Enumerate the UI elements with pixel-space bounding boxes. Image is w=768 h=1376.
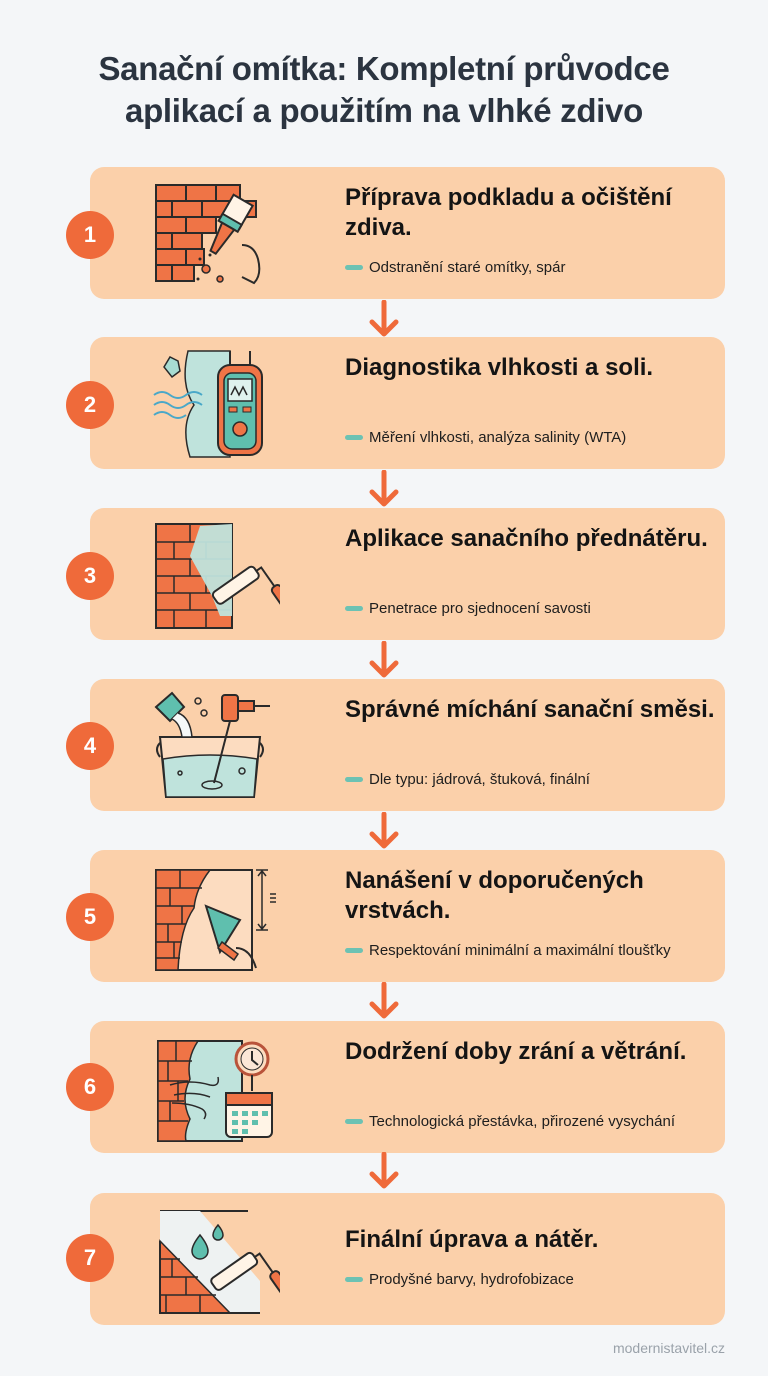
bullet-dash-icon	[345, 435, 363, 440]
step-description: Penetrace pro sjednocení savosti	[345, 600, 591, 617]
step-description: Dle typu: jádrová, štuková, finální	[345, 771, 590, 788]
step-description: Technologická přestávka, přirozené vysyc…	[345, 1113, 675, 1130]
step-card-3: Aplikace sanačního přednátěru. Penetrace…	[90, 508, 725, 640]
step-description: Měření vlhkosti, analýza salinity (WTA)	[345, 429, 626, 446]
arrow-down-icon	[369, 300, 399, 337]
source-credit: modernistavitel.cz	[612, 1340, 725, 1356]
wall-paint-roller-icon	[150, 516, 292, 632]
step-title: Příprava podkladu a očištění zdiva.	[345, 184, 672, 241]
page-title: Sanační omítka: Kompletní průvodce aplik…	[0, 48, 768, 132]
step-title: Správné míchání sanační směsi.	[345, 696, 715, 723]
arrow-down-icon	[369, 1152, 399, 1189]
arrow-down-icon	[369, 641, 399, 678]
step-card-7: Finální úprava a nátěr. Prodyšné barvy, …	[90, 1193, 725, 1325]
step-number-badge: 3	[66, 552, 114, 600]
arrow-down-icon	[369, 982, 399, 1019]
step-title: Diagnostika vlhkosti a soli.	[345, 354, 654, 381]
finish-roller-drops-icon	[150, 1201, 291, 1317]
step-description: Prodyšné barvy, hydrofobizace	[345, 1271, 574, 1288]
title-line-2: aplikací a použitím na vlhké zdivo	[125, 92, 643, 129]
title-line-1: Sanační omítka: Kompletní průvodce	[98, 50, 670, 87]
arrow-down-icon	[369, 812, 399, 849]
curing-clock-calendar-icon	[150, 1029, 280, 1145]
step-title: Dodržení doby zrání a větrání.	[345, 1038, 687, 1065]
step-desc-text: Měření vlhkosti, analýza salinity (WTA)	[369, 429, 627, 446]
brick-wall-brush-icon	[150, 175, 280, 291]
bullet-dash-icon	[345, 777, 363, 782]
mixing-bucket-drill-icon	[150, 687, 280, 803]
step-number-badge: 1	[66, 211, 114, 259]
step-title: Aplikace sanačního přednátěru.	[345, 525, 708, 552]
trowel-plaster-layer-icon	[150, 858, 280, 974]
arrow-down-icon	[369, 470, 399, 507]
bullet-dash-icon	[345, 265, 363, 270]
step-desc-text: Penetrace pro sjednocení savosti	[369, 600, 591, 617]
step-desc-text: Prodyšné barvy, hydrofobizace	[369, 1271, 574, 1288]
bullet-dash-icon	[345, 948, 363, 953]
bullet-dash-icon	[345, 1277, 363, 1282]
step-desc-text: Dle typu: jádrová, štuková, finální	[369, 771, 590, 788]
step-card-1: Příprava podkladu a očištění zdiva. Odst…	[90, 167, 725, 299]
step-title: Finální úprava a nátěr.	[345, 1226, 599, 1253]
step-card-6: Dodržení doby zrání a větrání. Technolog…	[90, 1021, 725, 1153]
step-card-2: Diagnostika vlhkosti a soli. Měření vlhk…	[90, 337, 725, 469]
step-card-5: Nanášení v doporučených vrstvách. Respek…	[90, 850, 725, 982]
step-desc-text: Technologická přestávka, přirozené vysyc…	[369, 1113, 675, 1130]
step-number-badge: 4	[66, 722, 114, 770]
step-desc-text: Odstranění staré omítky, spár	[369, 259, 566, 276]
step-number-badge: 7	[66, 1234, 114, 1282]
step-card-4: Správné míchání sanační směsi. Dle typu:…	[90, 679, 725, 811]
step-desc-text: Respektování minimální a maximální tlouš…	[369, 942, 671, 959]
step-title: Nanášení v doporučených vrstvách.	[345, 867, 644, 924]
step-description: Odstranění staré omítky, spár	[345, 259, 565, 276]
bullet-dash-icon	[345, 606, 363, 611]
moisture-meter-icon	[150, 345, 280, 461]
step-description: Respektování minimální a maximální tlouš…	[345, 942, 671, 959]
step-number-badge: 6	[66, 1063, 114, 1111]
step-number-badge: 2	[66, 381, 114, 429]
bullet-dash-icon	[345, 1119, 363, 1124]
step-number-badge: 5	[66, 893, 114, 941]
